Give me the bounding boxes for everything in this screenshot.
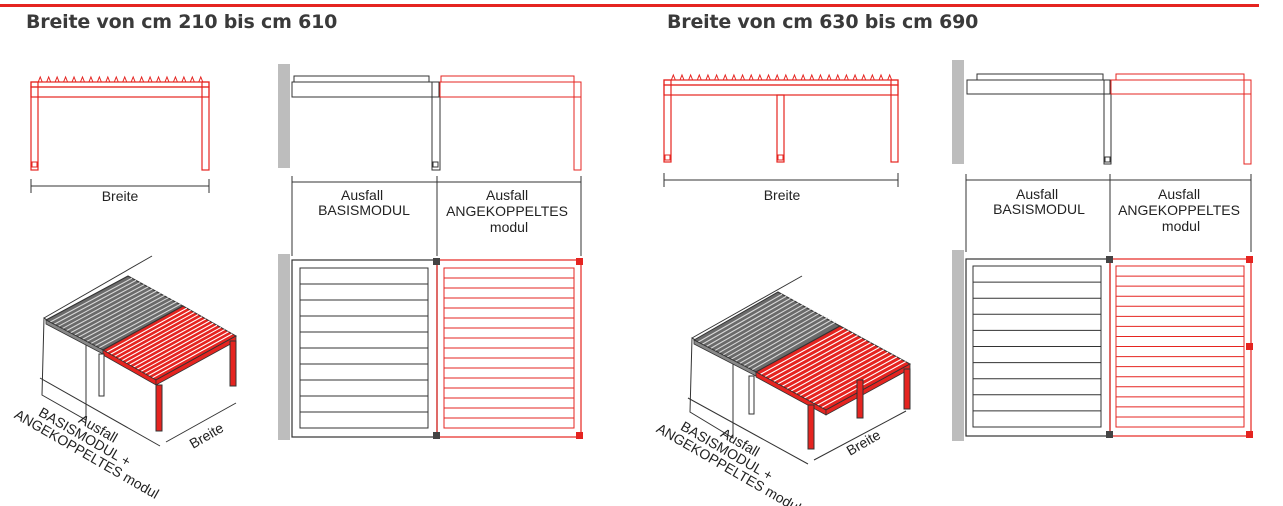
iso-view-2: Ausfall BASISMODUL + ANGEKOPPELTES modul… bbox=[654, 275, 912, 506]
plan-view-2 bbox=[952, 250, 1253, 441]
front-view-2: Breite bbox=[663, 73, 899, 203]
front-view-2-width-label: Breite bbox=[764, 187, 801, 203]
side-view-2-basismodul-label: Ausfall BASISMODUL bbox=[993, 186, 1085, 217]
section-title-1: Breite von cm 210 bis cm 610 bbox=[26, 11, 338, 33]
iso-view-1-depth-label: Ausfall BASISMODUL + ANGEKOPPELTES modul bbox=[12, 382, 176, 502]
front-view-1-slat-ticks bbox=[37, 75, 204, 83]
side-view-1: Ausfall BASISMODUL Ausfall ANGEKOPPELTES… bbox=[278, 64, 582, 256]
top-accent-rule bbox=[0, 4, 1259, 7]
section-title-2: Breite von cm 630 bis cm 690 bbox=[667, 11, 979, 33]
front-view-1-width-label: Breite bbox=[102, 188, 139, 204]
front-view-2-slat-ticks bbox=[670, 73, 893, 81]
iso-view-1-width-label: Breite bbox=[187, 419, 227, 451]
side-view-1-angekoppeltes-label: Ausfall ANGEKOPPELTES modul bbox=[446, 187, 572, 235]
plan-view-1 bbox=[278, 254, 583, 440]
side-view-1-basismodul-label: Ausfall BASISMODUL bbox=[318, 187, 410, 218]
iso-view-2-depth-label: Ausfall BASISMODUL + ANGEKOPPELTES modul bbox=[654, 396, 818, 506]
iso-view-1: Ausfall BASISMODUL + ANGEKOPPELTES modul… bbox=[12, 255, 238, 502]
iso-view-2-width-label: Breite bbox=[844, 426, 884, 458]
side-view-2-angekoppeltes-label: Ausfall ANGEKOPPELTES modul bbox=[1118, 186, 1244, 234]
front-view-1: Breite bbox=[30, 75, 210, 204]
side-view-2: Ausfall BASISMODUL Ausfall ANGEKOPPELTES… bbox=[952, 60, 1252, 252]
